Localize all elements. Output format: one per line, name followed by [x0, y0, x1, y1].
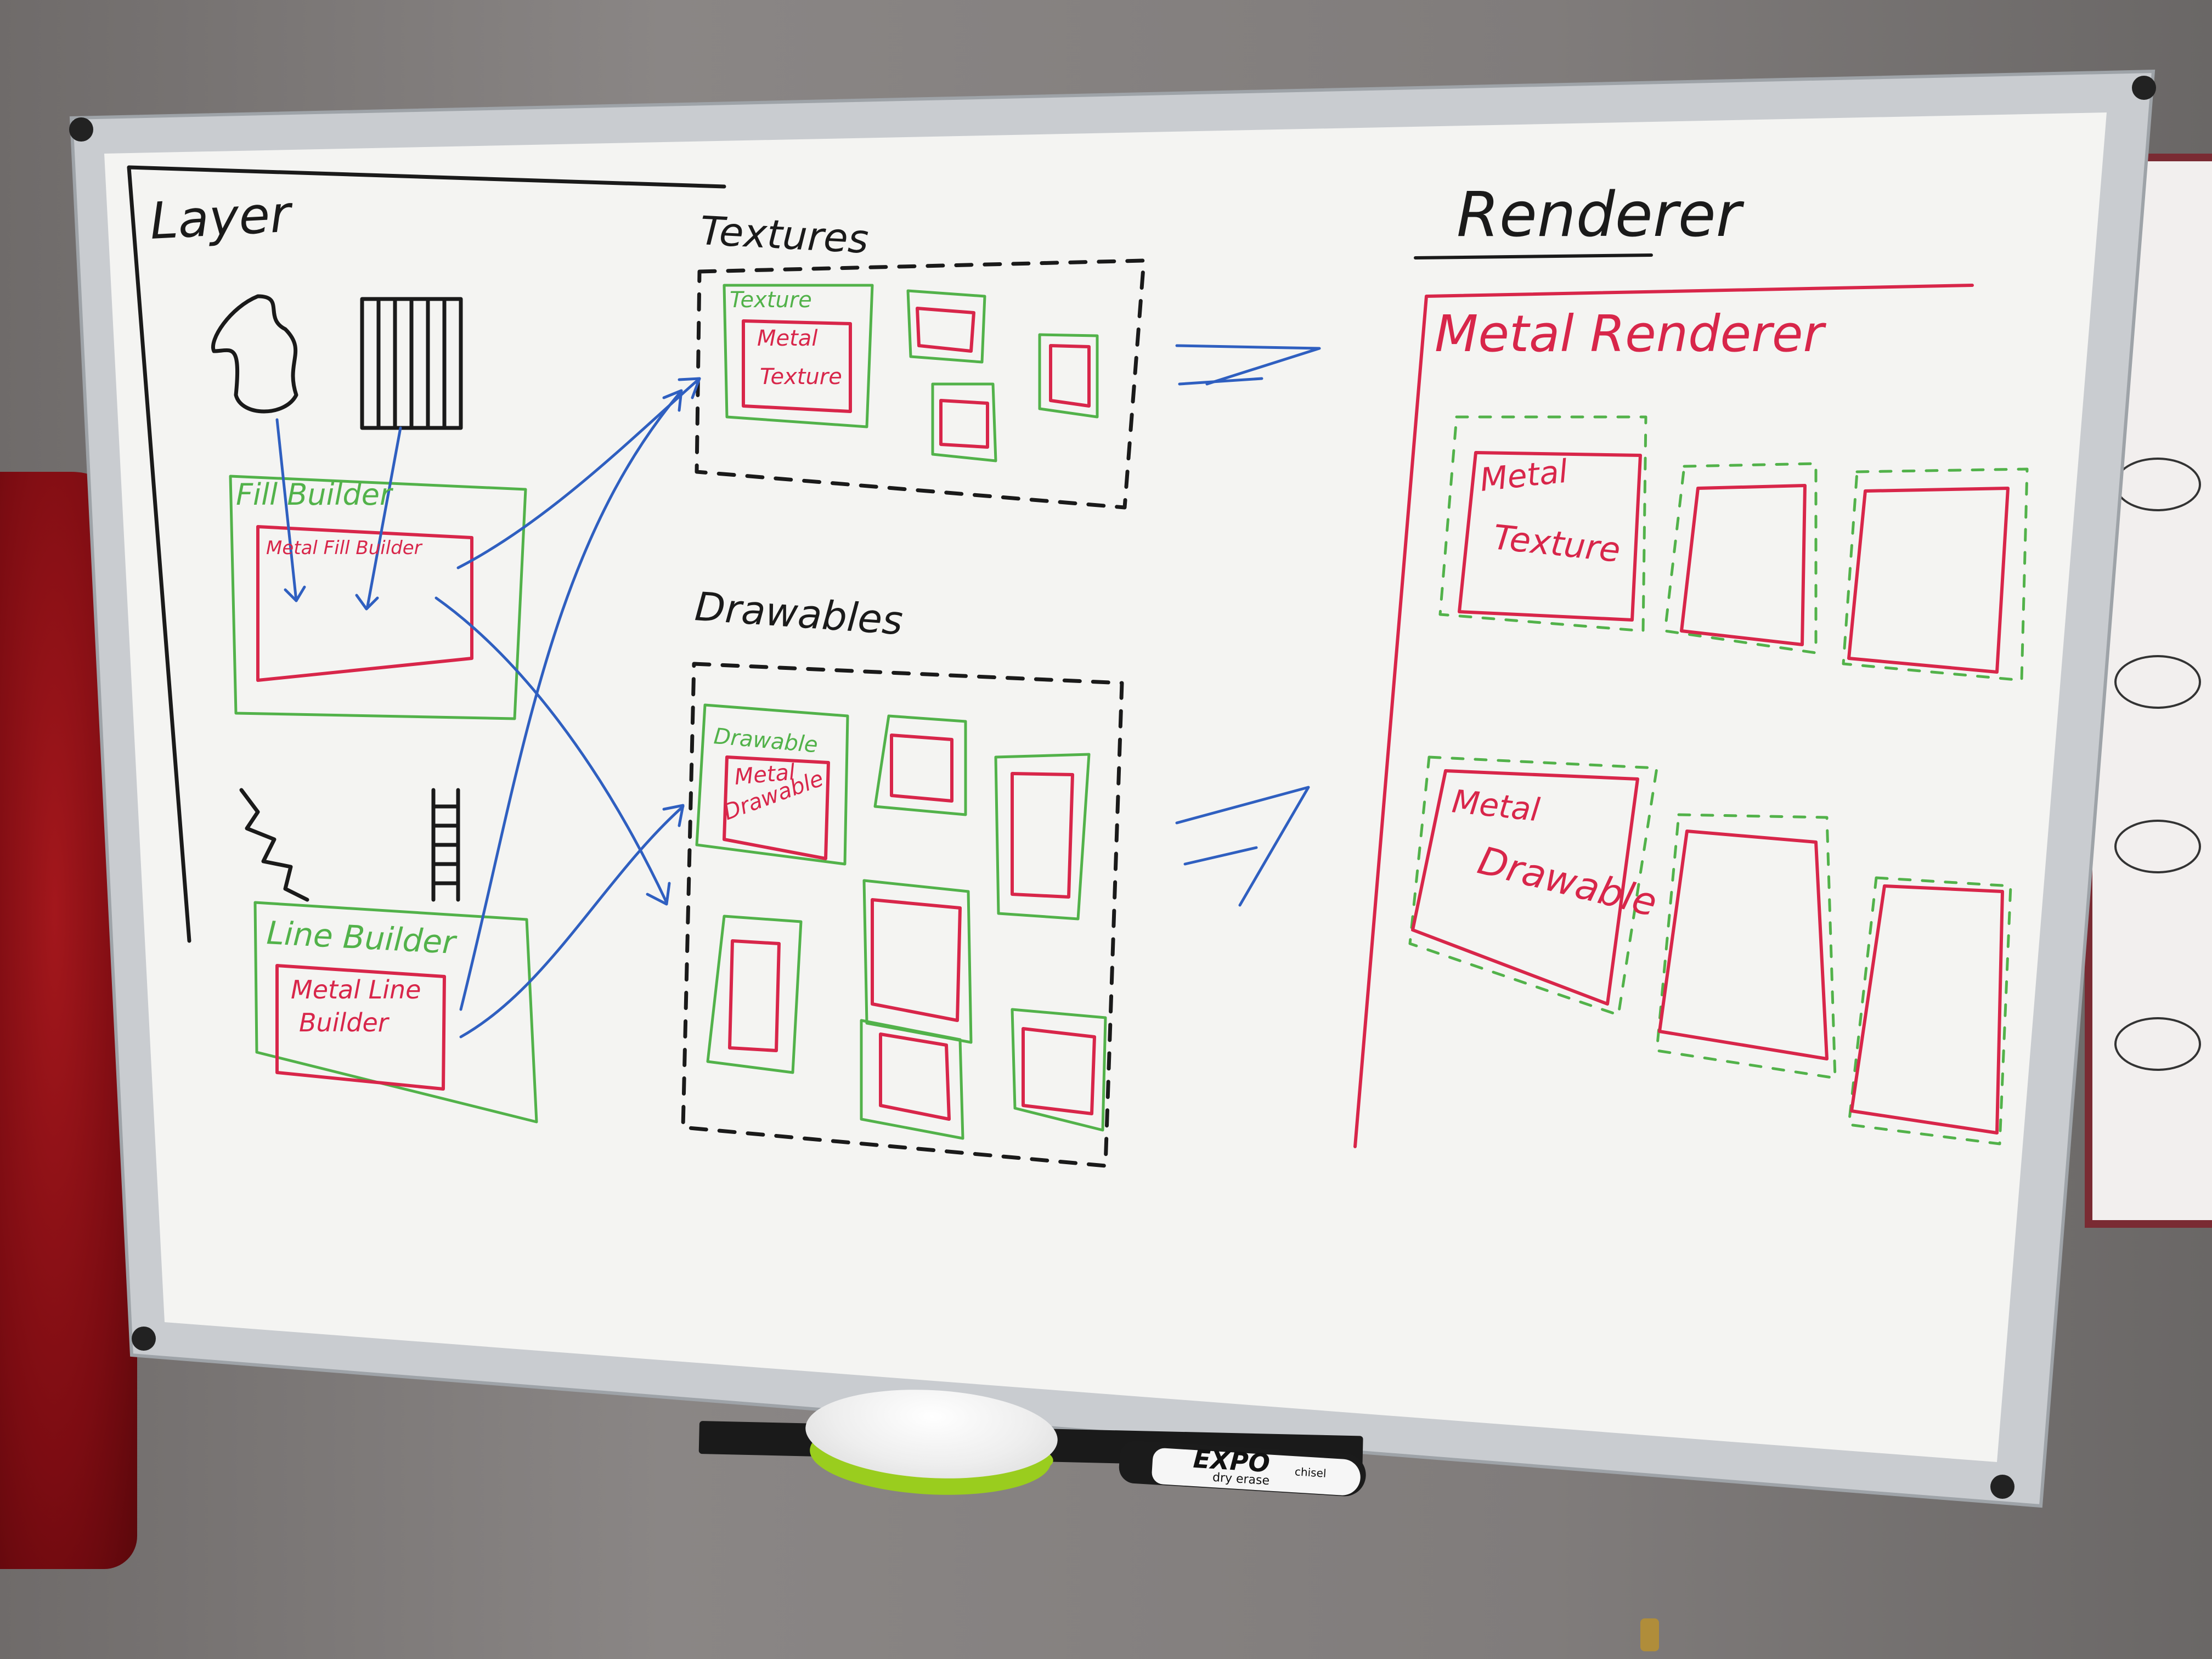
renderer-drawable-slot-2-inner — [1658, 830, 1829, 1060]
frame-corner-top-right — [2132, 76, 2156, 100]
poster-bicycle-3 — [2114, 820, 2201, 873]
renderer-drawable-slot-3 — [1847, 876, 2012, 1146]
drawable-item-2 — [873, 714, 967, 816]
renderer-texture-slot-2 — [1663, 462, 1818, 654]
arrow-line-to-drawables — [459, 805, 685, 1039]
renderer-metal-drawable-label-1: Metal — [1451, 782, 1542, 828]
renderer-texture-slot-3 — [1842, 467, 2029, 682]
renderer-title: Renderer — [1457, 179, 1745, 251]
fill-builder-box — [229, 475, 527, 720]
metal-fill-builder-label: Metal Fill Builder — [266, 537, 423, 559]
marker-tip: chisel — [1294, 1465, 1327, 1480]
renderer-drawable-slot — [1408, 755, 1658, 1017]
texture-item-3 — [931, 382, 997, 462]
texture-label: Texture — [730, 287, 812, 313]
drawable-box — [695, 703, 849, 866]
metal-fill-builder-box — [256, 525, 473, 682]
frame-corner-top-left — [69, 117, 93, 142]
renderer-metal-texture-label-1: Metal — [1478, 453, 1569, 499]
arrow-fill-to-drawables — [435, 596, 668, 904]
drawable-item-6 — [860, 1019, 964, 1140]
drawable-item-7 — [1011, 1008, 1107, 1132]
metal-line-builder-label-2: Builder — [299, 1008, 390, 1037]
texture-box — [723, 284, 874, 428]
blue-arrows — [275, 344, 1321, 1039]
whiteboard-surface — [104, 112, 2107, 1462]
renderer-bracket — [1353, 284, 1974, 1148]
renderer-metal-drawable-box — [1411, 769, 1639, 1006]
metal-texture-label-1: Metal — [757, 326, 817, 351]
renderer-underline — [1414, 253, 1653, 259]
renderer-metal-texture-box — [1458, 451, 1642, 622]
metal-drawable-label-1: Metal — [733, 760, 796, 790]
texture-item-3-inner — [939, 399, 989, 449]
drawable-item-5-inner — [728, 939, 781, 1052]
texture-item-4-inner — [1049, 344, 1091, 408]
renderer-texture-slot-2-inner — [1680, 484, 1807, 646]
drawable-item-3-inner — [1011, 772, 1074, 899]
renderer-drawable-slot-3-inner — [1850, 884, 2004, 1135]
drawable-item-6-inner — [879, 1032, 951, 1121]
texture-item-4 — [1038, 333, 1099, 419]
poster-bicycle-2 — [2114, 655, 2201, 709]
poster-bicycle-4 — [2114, 1017, 2201, 1071]
renderer-drawable-slot-2 — [1655, 813, 1837, 1080]
wall-hook — [1640, 1618, 1659, 1651]
metal-renderer-title: Metal Renderer — [1435, 304, 1826, 363]
blob-shape — [211, 294, 298, 414]
arrow-blob-to-fill — [275, 418, 298, 602]
texture-item-2 — [906, 289, 986, 364]
line-builder-box — [253, 901, 538, 1124]
metal-line-builder-label-1: Metal Line — [291, 975, 421, 1005]
texture-item-2-inner — [916, 307, 975, 353]
arrow-drawables-to-renderer — [1175, 786, 1310, 907]
frame-corner-bottom-left — [132, 1327, 156, 1351]
frame-corner-bottom-right — [1990, 1475, 2015, 1499]
renderer-texture-slot — [1438, 415, 1647, 633]
drawable-item-5 — [706, 915, 803, 1074]
layer-bracket — [127, 165, 726, 943]
squiggle-shape — [239, 788, 309, 902]
stripes-shape — [360, 297, 463, 430]
textures-dashed-group — [695, 258, 1146, 510]
renderer-texture-slot-3-inner — [1847, 487, 2010, 674]
metal-texture-label-2: Texture — [760, 364, 842, 390]
drawable-item-7-inner — [1022, 1027, 1096, 1115]
drawable-item-4-inner — [871, 898, 962, 1022]
metal-line-builder-box — [275, 964, 446, 1091]
layer-title: Layer — [149, 184, 295, 251]
drawable-item-4 — [862, 879, 973, 1044]
metal-texture-box — [742, 319, 852, 413]
textures-title: Textures — [699, 207, 870, 262]
ladder-shape — [431, 788, 460, 902]
fill-builder-title: Fill Builder — [236, 477, 393, 512]
drawables-dashed-group — [681, 662, 1124, 1168]
arrow-stripes-to-fill — [366, 426, 402, 608]
metal-drawable-box — [723, 755, 830, 860]
drawable-item-2-inner — [890, 733, 953, 803]
drawable-item-3 — [994, 753, 1091, 921]
arrow-line-to-textures — [459, 391, 682, 1011]
arrow-textures-to-renderer — [1175, 344, 1321, 386]
